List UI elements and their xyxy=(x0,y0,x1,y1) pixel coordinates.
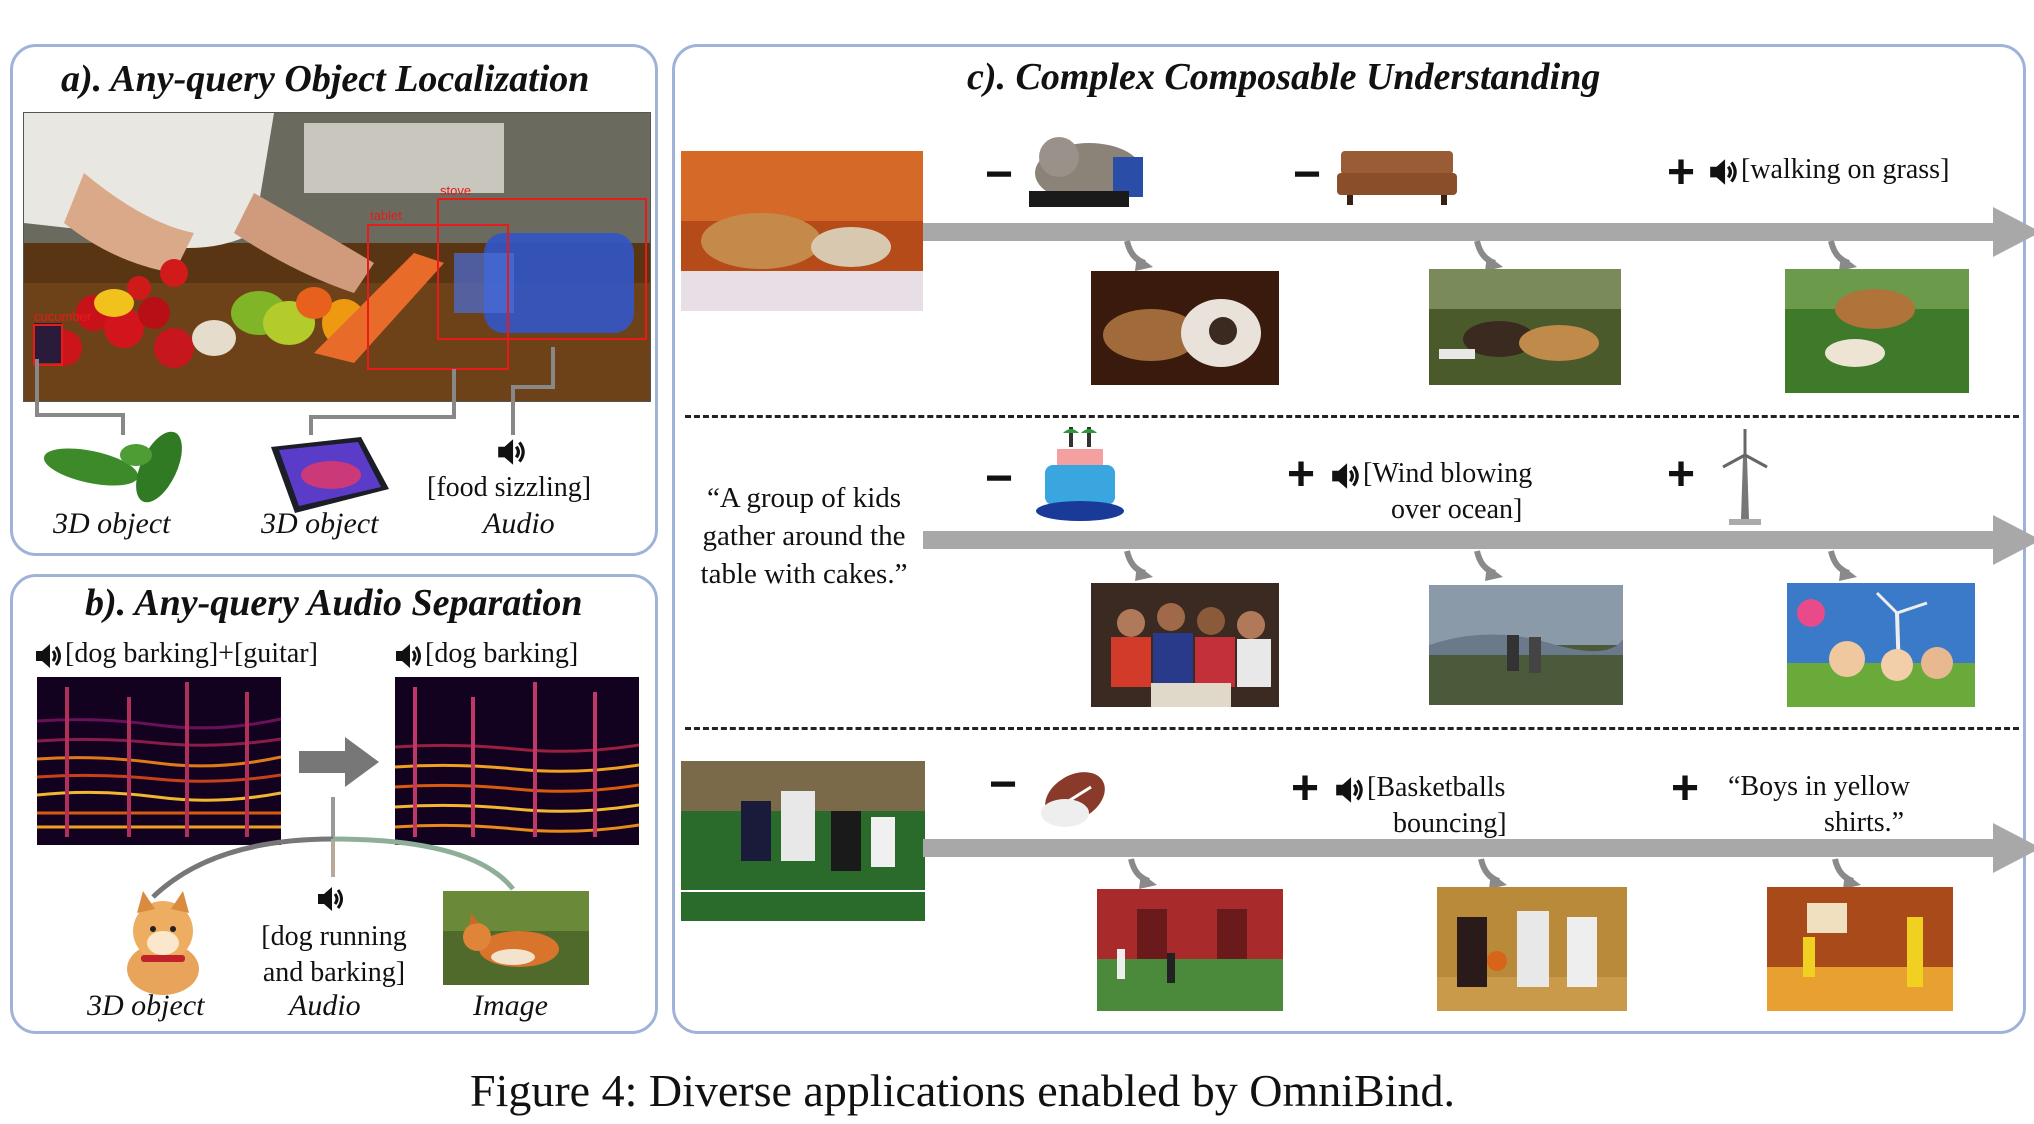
row3-arrow xyxy=(923,823,2034,873)
row3-op2-line2: bouncing] xyxy=(1393,808,1507,839)
kitchen-photo: cucumber tablet stove xyxy=(23,112,651,402)
row3-op3-text: “Boys in yellow shirts.” xyxy=(1709,769,1929,841)
caption-3d-object-1: 3D object xyxy=(53,507,171,540)
sofa-image-icon xyxy=(1337,151,1457,205)
row2-result-photo-3 xyxy=(1787,583,1975,707)
row1-query-photo-dog-cat-sofa xyxy=(681,151,923,311)
output-audio-label: [dog barking] xyxy=(393,637,578,672)
speaker-icon-row3 xyxy=(1333,773,1367,807)
row1-result-photo-2 xyxy=(1429,269,1621,385)
row3-result-photo-1 xyxy=(1097,889,1283,1011)
panel-c: c). Complex Composable Understanding − −… xyxy=(672,44,2034,1034)
row3-op2-sign: + xyxy=(1291,762,1320,815)
input-audio-label: [dog barking]+[guitar] xyxy=(33,637,318,672)
kitchen-scene: cucumber tablet stove xyxy=(24,113,650,401)
box-label-tablet: tablet xyxy=(370,208,402,223)
input-audio-text: [dog barking]+[guitar] xyxy=(65,638,318,669)
row2-op2-audio: [Wind blowing xyxy=(1329,457,1532,493)
row3-result-photo-2 xyxy=(1437,887,1627,1011)
row-divider-1 xyxy=(685,415,2019,418)
caption-audio: Audio xyxy=(483,507,555,540)
row-divider-2 xyxy=(685,727,2019,730)
row2-result-photo-2 xyxy=(1429,585,1623,705)
row2-op2-sign: + xyxy=(1287,448,1316,501)
panel-b-title: b). Any-query Audio Separation xyxy=(85,582,583,624)
speaker-icon-input xyxy=(33,640,65,672)
audio-text-food-sizzling: [food sizzling] xyxy=(427,472,592,503)
panel-a: a). Any-query Object Localization xyxy=(10,44,658,556)
cat-image-icon xyxy=(1029,137,1143,207)
caption-3d-object-b: 3D object xyxy=(87,989,205,1022)
row1-op1-sign: − xyxy=(985,148,1014,201)
separated-spectrogram-image xyxy=(395,677,639,845)
wind-turbine-image-icon xyxy=(1722,429,1768,525)
row1-result-photo-3 xyxy=(1785,269,1969,393)
query-audio-text: [dog running and barking] xyxy=(239,919,429,991)
row2-op1-sign: − xyxy=(985,452,1014,505)
caption-image-b: Image xyxy=(473,989,548,1022)
tablet-3d-icon xyxy=(271,437,389,513)
panel-c-title: c). Complex Composable Understanding xyxy=(967,56,1601,98)
row3-op3-line2: shirts.” xyxy=(1823,807,1905,838)
speaker-icon-food xyxy=(495,435,529,469)
row1-result-photo-1 xyxy=(1091,271,1279,385)
query-audio-line2: and barking] xyxy=(262,957,406,988)
row2-result-arrow-3 xyxy=(1825,547,1865,587)
figure-caption: Figure 4: Diverse applications enabled b… xyxy=(470,1065,1455,1116)
speaker-icon-query xyxy=(315,883,347,915)
row3-op2-line1: [Basketballs xyxy=(1367,772,1506,803)
output-audio-text: [dog barking] xyxy=(425,638,579,669)
row3-result-photo-3 xyxy=(1767,887,1953,1011)
separation-arrow-icon xyxy=(299,737,379,787)
caption-audio-b: Audio xyxy=(289,989,361,1022)
row2-op3-sign: + xyxy=(1667,448,1696,501)
panel-a-title: a). Any-query Object Localization xyxy=(61,58,590,100)
row2-query-line3: table with cakes.” xyxy=(700,558,908,590)
row3-op2-audio: [Basketballs xyxy=(1333,771,1505,807)
shiba-dog-3d-icon xyxy=(127,891,199,995)
row3-op3-line1: “Boys in yellow xyxy=(1728,771,1910,802)
row1-op3-sign: + xyxy=(1667,146,1696,199)
mixed-spectrogram-image xyxy=(37,677,281,845)
row2-query-line2: gather around the xyxy=(702,520,906,552)
row1-op3-text: [walking on grass] xyxy=(1741,154,1950,185)
cucumber-3d-icon xyxy=(43,431,182,503)
row3-query-photo-football xyxy=(681,761,925,921)
speaker-icon-output xyxy=(393,640,425,672)
row3-op1-sign: − xyxy=(989,758,1018,811)
row2-op2-line1: [Wind blowing xyxy=(1363,458,1533,489)
row2-query-text: “A group of kids gather around the table… xyxy=(681,479,927,593)
query-audio-line1: [dog running xyxy=(261,921,407,952)
row1-arrow xyxy=(923,207,2034,257)
football-image-icon xyxy=(1041,772,1105,827)
box-label-stove: stove xyxy=(440,183,471,198)
cake-image-icon xyxy=(1036,427,1124,521)
row1-op2-sign: − xyxy=(1293,148,1322,201)
row3-op3-sign: + xyxy=(1671,762,1700,815)
row2-result-photo-1 xyxy=(1091,583,1279,707)
box-label-cucumber: cucumber xyxy=(34,309,92,324)
corgi-photo xyxy=(443,891,589,985)
speaker-icon-row2 xyxy=(1329,459,1363,493)
panel-b: b). Any-query Audio Separation [dog bark… xyxy=(10,574,658,1034)
row2-op2-line2: over ocean] xyxy=(1391,494,1523,525)
speaker-icon-row1 xyxy=(1707,155,1741,189)
row2-arrow xyxy=(923,515,2034,565)
row2-result-arrow-2 xyxy=(1471,547,1511,587)
row2-result-arrow-1 xyxy=(1121,547,1161,587)
caption-3d-object-2: 3D object xyxy=(261,507,379,540)
row2-query-line1: “A group of kids xyxy=(706,482,902,514)
row1-op3-audio: [walking on grass] xyxy=(1707,153,1949,189)
